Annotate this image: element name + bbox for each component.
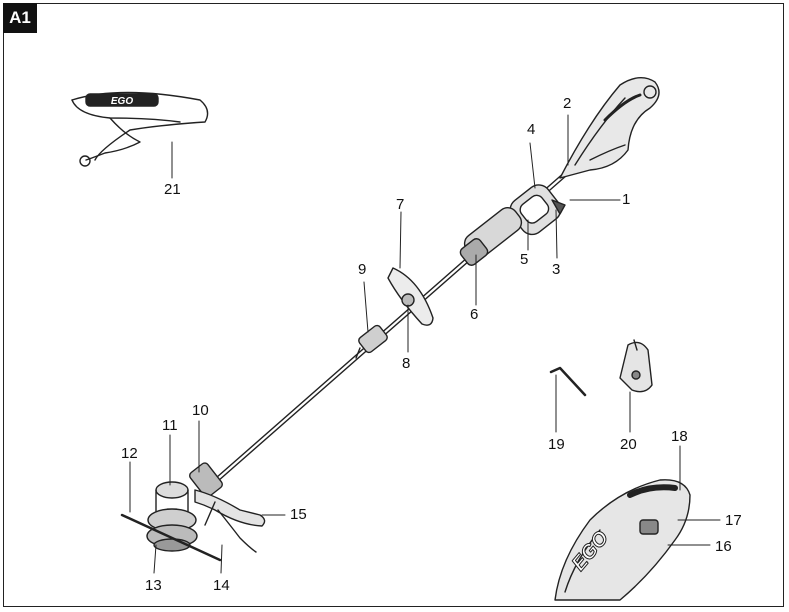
callout-10: 10 [192,402,209,419]
callout-4: 4 [527,121,536,138]
battery: EGO [554,479,691,601]
callout-17: 17 [725,512,742,529]
figure-frame [3,3,784,607]
callout-15: 15 [290,506,307,523]
callout-5: 5 [520,251,529,268]
callout-21: 21 [164,181,181,198]
rear-handle-housing [559,77,660,179]
front-grip [459,207,523,266]
callout-14: 14 [213,577,230,594]
trigger-assembly [509,184,566,236]
callout-6: 6 [470,306,479,323]
strap-logo-text: EGO [111,96,133,107]
coupler [355,324,388,359]
callout-20: 20 [620,436,637,453]
callout-19: 19 [548,436,565,453]
trimmer-head [120,462,266,562]
clamp-part [619,339,653,393]
callout-3: 3 [552,261,561,278]
callout-18: 18 [671,428,688,445]
callout-12: 12 [121,445,138,462]
callout-9: 9 [358,261,367,278]
hex-wrench [549,366,587,397]
shoulder-strap: EGO [71,91,209,167]
leader-lines [129,114,721,574]
callout-1: 1 [622,191,631,208]
callout-11: 11 [162,417,178,434]
callout-7: 7 [396,196,405,213]
callout-13: 13 [145,577,162,594]
figure-tag: A1 [3,3,37,33]
callout-2: 2 [563,95,572,112]
callout-16: 16 [715,538,732,555]
callout-8: 8 [402,355,411,372]
